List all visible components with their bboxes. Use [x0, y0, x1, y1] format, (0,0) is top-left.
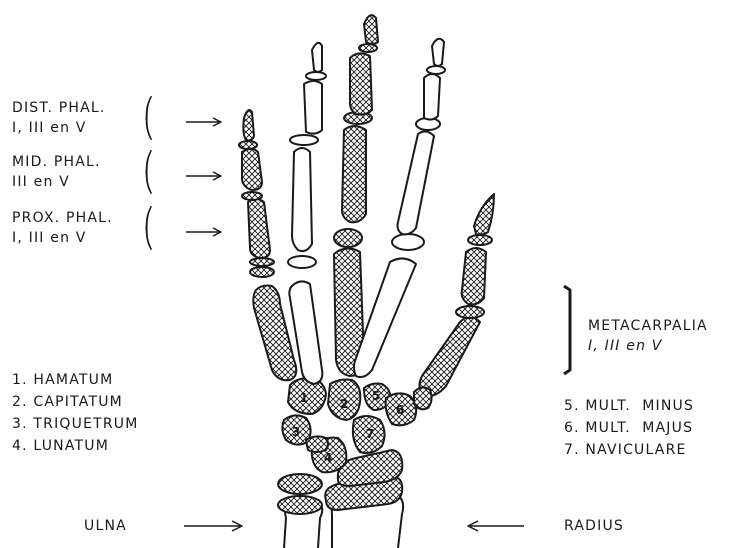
carpal-pisiform — [306, 436, 328, 452]
metacarpalia-bracket — [564, 286, 570, 374]
label-dist-phal-digits: I, III en V — [12, 118, 87, 138]
bone-number-7: 7 — [366, 427, 374, 441]
digit-v — [239, 110, 296, 380]
label-ulna: ULNA — [84, 516, 127, 536]
brace-dist-phal: ⎛⎝ — [144, 98, 154, 138]
legend-hamatum: 1. HAMATUM — [12, 370, 113, 390]
label-radius: RADIUS — [564, 516, 624, 536]
brace-mid-phal: ⎛⎝ — [144, 152, 154, 192]
legend-triquetrum: 3. TRIQUETRUM — [12, 414, 139, 434]
bone-number-6: 6 — [396, 403, 404, 417]
bone-number-3: 3 — [292, 425, 300, 439]
legend-capitatum: 2. CAPITATUM — [12, 392, 123, 412]
bone-number-1: 1 — [300, 391, 308, 405]
label-prox-phal: PROX. PHAL. — [12, 208, 113, 228]
legend-naviculare: 7. NAVICULARE — [564, 440, 687, 460]
ulna-bone — [278, 474, 322, 548]
label-metacarpalia-digits: I, III en V — [588, 336, 663, 356]
legend-mult-majus: 6. MULT. MAJUS — [564, 418, 693, 438]
bone-number-2: 2 — [340, 397, 348, 411]
bone-number-5: 5 — [372, 389, 380, 403]
legend-lunatum: 4. LUNATUM — [12, 436, 109, 456]
label-metacarpalia: METACARPALIA — [588, 316, 708, 336]
brace-prox-phal: ⎛⎝ — [144, 208, 154, 248]
legend-mult-minus: 5. MULT. MINUS — [564, 396, 694, 416]
label-dist-phal: DIST. PHAL. — [12, 98, 106, 118]
label-mid-phal-digits: III en V — [12, 172, 70, 192]
label-mid-phal: MID. PHAL. — [12, 152, 101, 172]
bone-number-4: 4 — [324, 451, 332, 465]
digit-iv — [288, 43, 326, 384]
digit-i — [414, 194, 494, 409]
label-prox-phal-digits: I, III en V — [12, 228, 87, 248]
